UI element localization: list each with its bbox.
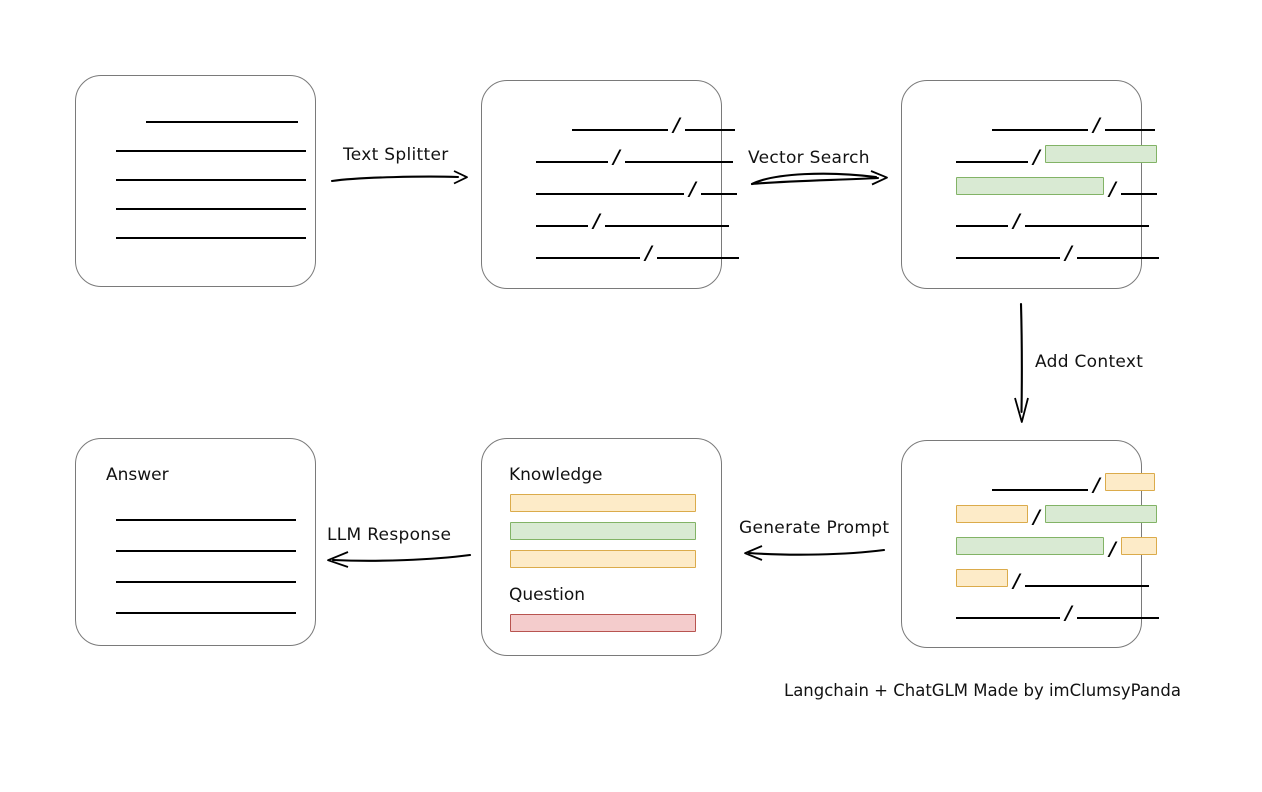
text-rule [1077, 257, 1159, 259]
chunk-separator-slash: / [1109, 178, 1116, 200]
source-document-card[interactable] [75, 75, 316, 287]
context-chunks-card[interactable]: / / / / / [901, 440, 1159, 648]
text-rule [116, 519, 296, 521]
text-rule [657, 257, 739, 259]
arrow-label-llm-response: LLM Response [327, 525, 452, 545]
answer-card[interactable]: Answer [75, 438, 316, 646]
llm-response-arrow [327, 551, 472, 568]
highlight-chip-green[interactable] [956, 537, 1104, 555]
text-rule [536, 225, 588, 227]
text-rule [116, 581, 296, 583]
text-rule [992, 129, 1088, 131]
chunk-separator-slash: / [1013, 210, 1020, 232]
chunk-separator-slash: / [1093, 114, 1100, 136]
text-rule [605, 225, 729, 227]
chunk-separator-slash: / [1065, 242, 1072, 264]
text-rule [146, 121, 298, 123]
text-rule [536, 161, 608, 163]
prompt-chip-yellow[interactable] [510, 494, 696, 512]
text-rule [956, 161, 1028, 163]
add-context-arrow [1014, 302, 1029, 423]
vector-search-arrow [750, 170, 888, 186]
chunk-separator-slash: / [1093, 474, 1100, 496]
text-rule [116, 550, 296, 552]
chunk-separator-slash: / [673, 114, 680, 136]
text-rule [116, 612, 296, 614]
question-label: Question [509, 585, 586, 605]
chunk-separator-slash: / [689, 178, 696, 200]
chunk-separator-slash: / [645, 242, 652, 264]
chunk-separator-slash: / [1033, 146, 1040, 168]
text-rule [572, 129, 668, 131]
highlight-chip-yellow[interactable] [956, 505, 1028, 523]
highlight-chip-green[interactable] [956, 177, 1104, 195]
text-rule [956, 257, 1060, 259]
retrieved-chunks-card[interactable]: / / / / / [901, 80, 1159, 289]
text-rule [1025, 585, 1149, 587]
text-rule [116, 208, 306, 210]
prompt-chip-yellow[interactable] [510, 550, 696, 568]
text-rule [116, 150, 306, 152]
chunk-separator-slash: / [613, 146, 620, 168]
prompt-chip-red[interactable] [510, 614, 696, 632]
prompt-chip-green[interactable] [510, 522, 696, 540]
text-rule [536, 257, 640, 259]
arrow-label-text-splitter: Text Splitter [343, 145, 449, 165]
split-chunks-card[interactable]: / / / / / [481, 80, 739, 289]
text-rule [536, 193, 684, 195]
highlight-chip-green[interactable] [1045, 505, 1157, 523]
highlight-chip-yellow[interactable] [1105, 473, 1155, 491]
text-rule [1121, 193, 1157, 195]
text-rule [992, 489, 1088, 491]
text-rule [1025, 225, 1149, 227]
text-rule [116, 179, 306, 181]
prompt-card[interactable]: Knowledge Question [481, 438, 722, 656]
highlight-chip-yellow[interactable] [956, 569, 1008, 587]
text-rule [685, 129, 735, 131]
text-rule [1077, 617, 1159, 619]
chunk-separator-slash: / [1065, 602, 1072, 624]
arrow-label-generate-prompt: Generate Prompt [739, 518, 890, 538]
text-rule [701, 193, 737, 195]
text-rule [116, 237, 306, 239]
chunk-separator-slash: / [593, 210, 600, 232]
knowledge-label: Knowledge [509, 465, 603, 485]
answer-title: Answer [106, 465, 169, 485]
diagram-caption: Langchain + ChatGLM Made by imClumsyPand… [784, 681, 1181, 700]
arrow-label-add-context: Add Context [1035, 352, 1144, 372]
chunk-separator-slash: / [1109, 538, 1116, 560]
text-rule [956, 225, 1008, 227]
text-splitter-arrow [330, 170, 468, 185]
chunk-separator-slash: / [1013, 570, 1020, 592]
text-rule [625, 161, 733, 163]
generate-prompt-arrow [744, 545, 886, 561]
highlight-chip-yellow[interactable] [1121, 537, 1157, 555]
text-rule [1105, 129, 1155, 131]
arrow-label-vector-search: Vector Search [748, 148, 870, 168]
text-rule [956, 617, 1060, 619]
chunk-separator-slash: / [1033, 506, 1040, 528]
highlight-chip-green[interactable] [1045, 145, 1157, 163]
